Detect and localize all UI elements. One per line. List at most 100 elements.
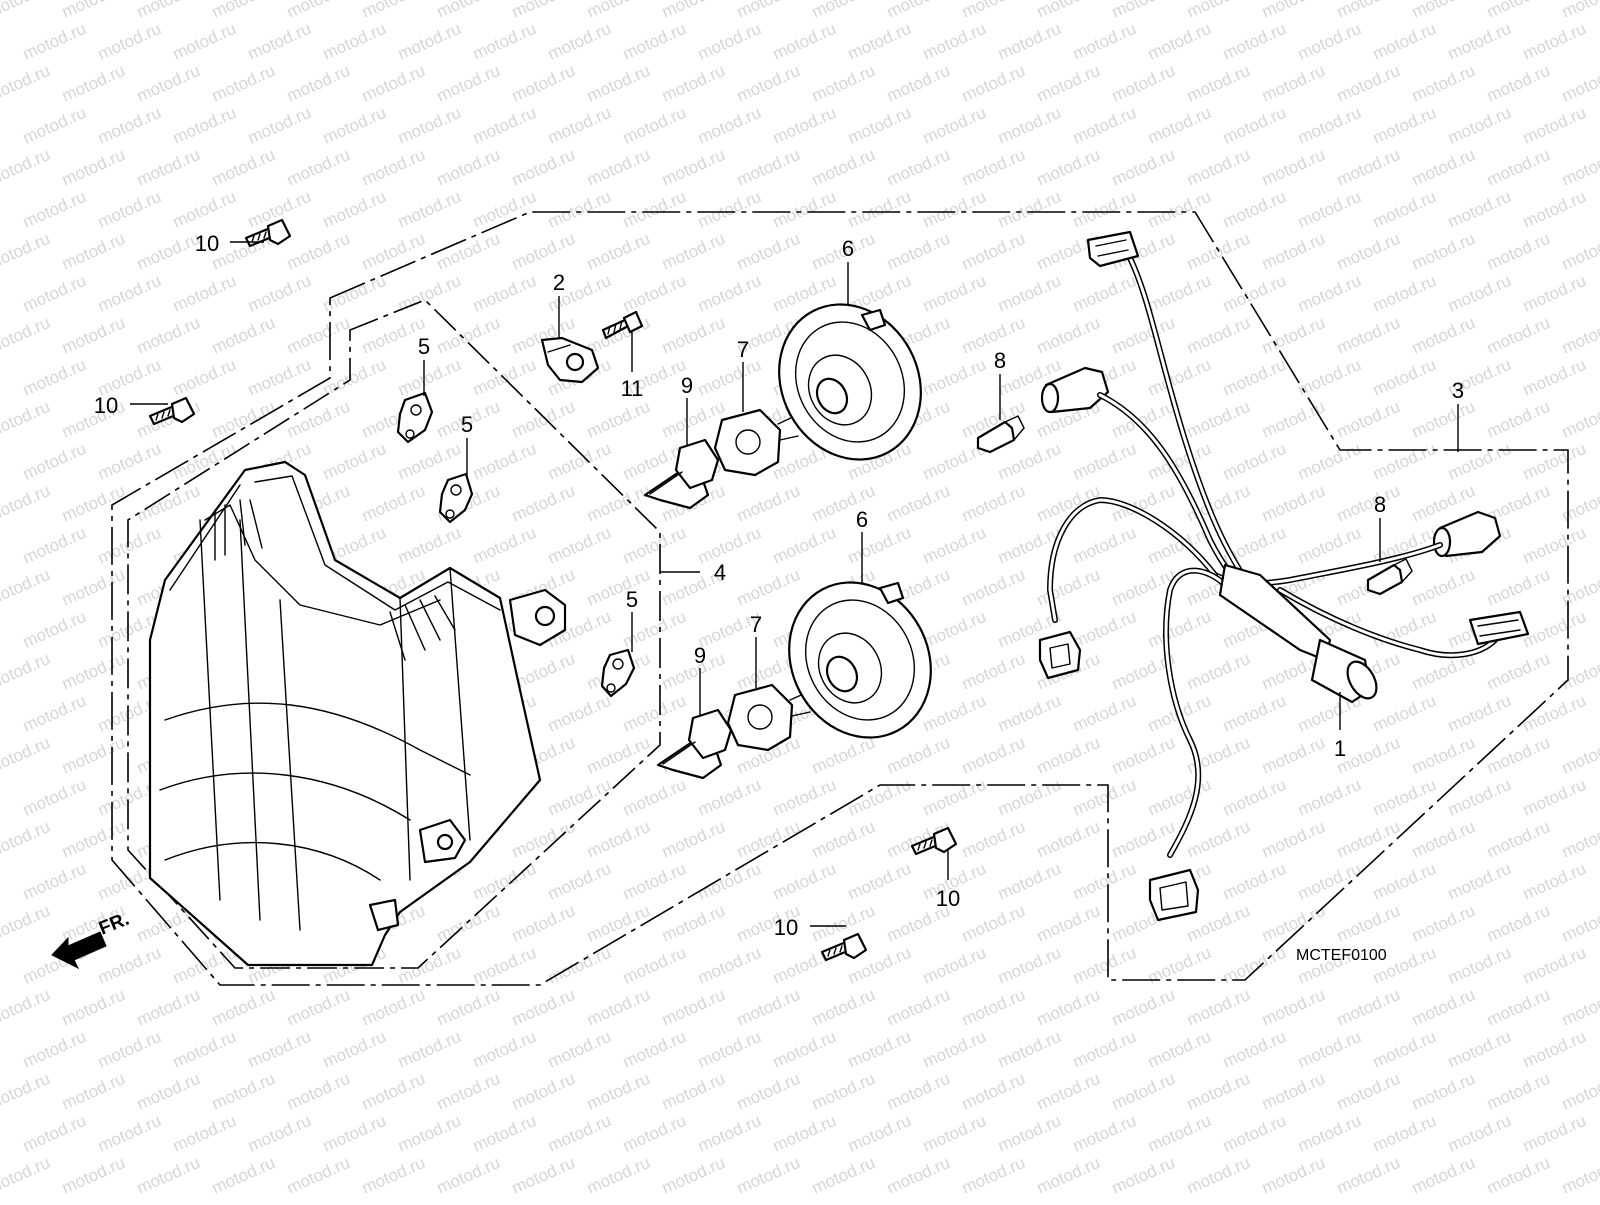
callout-6-b: 6: [856, 507, 868, 532]
watermark-text: motod.ru: [395, 187, 464, 232]
watermark-text: motod.ru: [995, 19, 1064, 64]
watermark-text: motod.ru: [1220, 691, 1289, 736]
watermark-text: motod.ru: [1295, 859, 1364, 904]
watermark-text: motod.ru: [545, 523, 614, 568]
watermark-text: motod.ru: [1409, 565, 1478, 610]
watermark-text: motod.ru: [1259, 1069, 1328, 1114]
watermark-text: motod.ru: [434, 229, 503, 274]
watermark-text: motod.ru: [209, 145, 278, 190]
watermark-text: motod.ru: [134, 61, 203, 106]
watermark-text: motod.ru: [809, 817, 878, 862]
watermark-text: motod.ru: [95, 19, 164, 64]
watermark-text: motod.ru: [1034, 817, 1103, 862]
watermark-text: motod.ru: [884, 481, 953, 526]
watermark-text: motod.ru: [1520, 355, 1589, 400]
watermark-text: motod.ru: [920, 1111, 989, 1156]
watermark-text: motod.ru: [1445, 1111, 1514, 1156]
watermark-text: motod.ru: [884, 145, 953, 190]
clip-5-b: [438, 472, 474, 524]
front-arrow-icon: [51, 931, 107, 970]
watermark-text: motod.ru: [284, 61, 353, 106]
watermark-text: motod.ru: [1070, 943, 1139, 988]
watermark-text: motod.ru: [1109, 1069, 1178, 1114]
watermark-text: motod.ru: [1259, 61, 1328, 106]
dust-cover-6-b: [788, 581, 932, 739]
watermark-text: motod.ru: [395, 271, 464, 316]
callout-4: 4: [714, 560, 726, 585]
watermark-text: motod.ru: [620, 691, 689, 736]
watermark-text: motod.ru: [695, 859, 764, 904]
watermark-text: motod.ru: [509, 817, 578, 862]
watermark-text: motod.ru: [584, 817, 653, 862]
watermark-text: motod.ru: [920, 607, 989, 652]
watermark-text: motod.ru: [434, 61, 503, 106]
watermark-text: motod.ru: [434, 1153, 503, 1198]
watermark-text: motod.ru: [1220, 1111, 1289, 1156]
watermark-text: motod.ru: [1295, 439, 1364, 484]
watermark-text: motod.ru: [470, 943, 539, 988]
watermark-text: motod.ru: [1445, 439, 1514, 484]
watermark-text: motod.ru: [1034, 1153, 1103, 1198]
watermark-text: motod.ru: [620, 775, 689, 820]
watermark-text: motod.ru: [1484, 817, 1553, 862]
watermark-text: motod.ru: [1484, 397, 1553, 442]
watermark-text: motod.ru: [59, 1153, 128, 1198]
watermark-text: motod.ru: [1145, 775, 1214, 820]
watermark-text: motod.ru: [0, 397, 53, 442]
watermark-text: motod.ru: [20, 271, 89, 316]
clip-5-a: [396, 391, 434, 444]
watermark-text: motod.ru: [1184, 145, 1253, 190]
watermark-text: motod.ru: [1520, 943, 1589, 988]
watermark-text: motod.ru: [584, 61, 653, 106]
watermark-text: motod.ru: [1070, 607, 1139, 652]
watermark-text: motod.ru: [1484, 145, 1553, 190]
watermark-text: motod.ru: [1334, 61, 1403, 106]
watermark-text: motod.ru: [1184, 0, 1253, 22]
watermark-text: motod.ru: [1409, 61, 1478, 106]
watermark-text: motod.ru: [1109, 1153, 1178, 1198]
watermark-text: motod.ru: [359, 1153, 428, 1198]
watermark-text: motod.ru: [509, 901, 578, 946]
watermark-text: motod.ru: [59, 1069, 128, 1114]
watermark-text: motod.ru: [320, 19, 389, 64]
watermark-text: motod.ru: [1409, 817, 1478, 862]
watermark-text: motod.ru: [470, 439, 539, 484]
watermark-text: motod.ru: [1409, 1153, 1478, 1198]
watermark-text: motod.ru: [170, 355, 239, 400]
callout-11: 11: [621, 376, 644, 401]
watermark-text: motod.ru: [1295, 355, 1364, 400]
watermark-text: motod.ru: [1409, 901, 1478, 946]
watermark-text: motod.ru: [1484, 313, 1553, 358]
watermark-text: motod.ru: [0, 61, 53, 106]
watermark-text: motod.ru: [320, 271, 389, 316]
watermark-text: motod.ru: [584, 229, 653, 274]
watermark-text: motod.ru: [620, 1111, 689, 1156]
watermark-text: motod.ru: [734, 145, 803, 190]
watermark-text: motod.ru: [1520, 607, 1589, 652]
callout-8-a: 8: [994, 348, 1006, 373]
watermark-text: motod.ru: [1559, 649, 1600, 694]
watermark-text: motod.ru: [845, 859, 914, 904]
watermark-text: motod.ru: [509, 397, 578, 442]
watermark-text: motod.ru: [59, 0, 128, 22]
watermark-text: motod.ru: [1484, 1153, 1553, 1198]
watermark-text: motod.ru: [20, 1111, 89, 1156]
watermark-text: motod.ru: [1034, 901, 1103, 946]
watermark-text: motod.ru: [1109, 733, 1178, 778]
watermark-text: motod.ru: [1370, 775, 1439, 820]
watermark-text: motod.ru: [1520, 439, 1589, 484]
watermark-text: motod.ru: [134, 145, 203, 190]
watermark-text: motod.ru: [20, 187, 89, 232]
watermark-text: motod.ru: [1409, 145, 1478, 190]
watermark-text: motod.ru: [959, 61, 1028, 106]
watermark-text: motod.ru: [0, 1069, 53, 1114]
watermark-text: motod.ru: [509, 1069, 578, 1114]
watermark-text: motod.ru: [959, 985, 1028, 1030]
watermark-text: motod.ru: [1559, 565, 1600, 610]
watermark-text: motod.ru: [1109, 985, 1178, 1030]
watermark-text: motod.ru: [1334, 1153, 1403, 1198]
watermark-text: motod.ru: [1109, 145, 1178, 190]
watermark-text: motod.ru: [1070, 271, 1139, 316]
watermark-text: motod.ru: [245, 103, 314, 148]
watermark-text: motod.ru: [209, 0, 278, 22]
